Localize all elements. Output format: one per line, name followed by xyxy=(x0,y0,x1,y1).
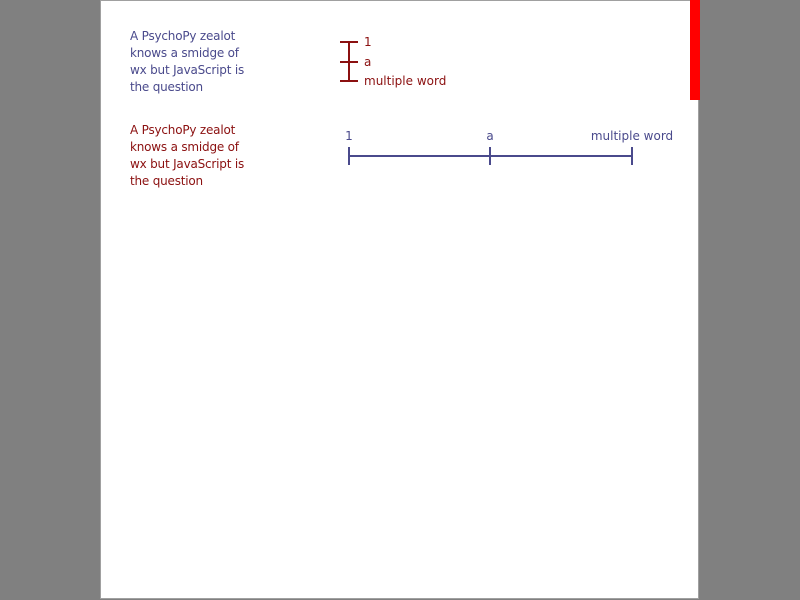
vertical-slider-label: a xyxy=(364,55,372,69)
red-marker-bar xyxy=(690,0,700,100)
horizontal-slider-tick[interactable] xyxy=(631,147,633,165)
question-text-2: A PsychoPy zealot knows a smidge of wx b… xyxy=(130,123,245,188)
horizontal-slider-label: 1 xyxy=(345,129,353,143)
experiment-window xyxy=(100,0,699,599)
horizontal-slider-tick[interactable] xyxy=(489,147,491,165)
vertical-slider-label: 1 xyxy=(364,35,372,49)
vertical-slider-tick[interactable] xyxy=(340,80,358,82)
vertical-slider-label: multiple word xyxy=(364,74,447,88)
horizontal-slider-label: multiple word xyxy=(590,129,674,143)
horizontal-slider-tick[interactable] xyxy=(348,147,350,165)
vertical-slider-tick[interactable] xyxy=(340,41,358,43)
question-text-1: A PsychoPy zealot knows a smidge of wx b… xyxy=(130,29,245,94)
horizontal-slider-label: a xyxy=(486,129,494,143)
vertical-slider-tick[interactable] xyxy=(340,61,358,63)
